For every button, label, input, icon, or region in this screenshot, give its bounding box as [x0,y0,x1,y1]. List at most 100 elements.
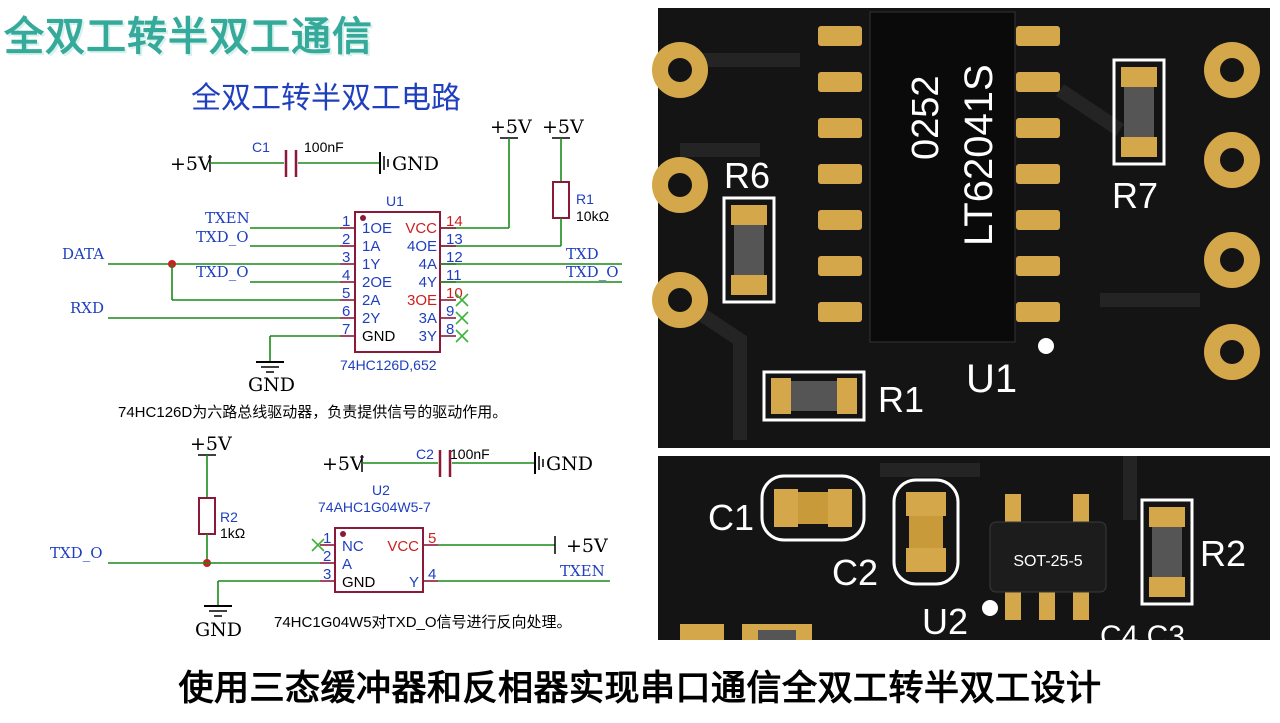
u2-ref: U2 [372,482,390,498]
r1-value: 10kΩ [576,208,609,224]
c2-right-net: GND [546,453,593,475]
u1-pin-num-12: 12 [446,249,463,266]
pwr-a: +5V [490,116,532,138]
u2-body [334,527,424,593]
u1-pin-num-5: 5 [342,285,350,302]
u1-pin-num-10: 10 [446,285,463,302]
u1-pin-num-13: 13 [446,231,463,248]
c1-group: +5V GND C1 100nF [170,139,439,177]
chip-pad-left [818,302,862,322]
u2-pin-num-2: 2 [323,548,331,565]
pcb-bottom-panel: C1 C2 SOT-25-5 U2 R2 C4 C3 [658,456,1270,653]
net-txdo-u2: TXD_O [50,544,103,562]
chip-pad-right [1016,26,1060,46]
u1-pin-num-1: 1 [342,213,350,230]
u2-pin-name-5: VCC [387,538,419,555]
r6-silk [722,196,776,304]
u2-pin-num-5: 5 [428,530,436,547]
chip-marking-sot25: SOT-25-5 [1013,553,1082,570]
pcb-label-c1: C1 [708,497,754,538]
u1-pin-num-4: 4 [342,267,350,284]
net-txdo-out: TXD_O [566,263,619,281]
pcb-top-panel: 0252 LT62041S R6 R7 R1 U1 [652,8,1270,448]
net-txdo-u1a: TXD_O [196,228,249,246]
pcb-label-c2: C2 [832,552,878,593]
chip-pad-left [818,210,862,230]
chip-pad-left [818,118,862,138]
u1-pin-num-6: 6 [342,303,350,320]
r1-body [552,181,570,219]
u2-pin-num-1: 1 [323,530,331,547]
net-rxd: RXD [70,299,104,317]
u1-pin-num-3: 3 [342,249,350,266]
c1-silk [760,474,866,542]
r2-pwr: +5V [190,433,232,455]
u1-pin-name-3: 1Y [362,256,380,273]
u1-pin-name-9: 3A [419,310,437,327]
schematic-title: 全双工转半双工电路 [191,82,461,115]
u2-vcc-net: +5V [566,535,608,557]
u2-pin-num-4: 4 [428,566,436,583]
pcb-label-r6: R6 [724,155,770,196]
chip-marking-0252: 0252 [905,75,947,160]
pcb-label-u1: U1 [966,357,1017,401]
chip-pad-right [1016,302,1060,322]
r2-value: 1kΩ [220,525,245,541]
u1-pin-num-2: 2 [342,231,350,248]
chip-pad-left [818,26,862,46]
u1-description: 74HC126D为六路总线驱动器，负责提供信号的驱动作用。 [118,404,507,421]
schematic: 全双工转半双工电路 +5V GND C1 100nF +5V +5V R1 10… [50,82,622,641]
u2-pin-num-3: 3 [323,566,331,583]
u1-pin-num-8: 8 [446,321,454,338]
pcb-label-r2: R2 [1200,533,1246,574]
c2-left-net: +5V [322,453,364,475]
u1-part: 74HC126D,652 [340,357,437,373]
u1-pin-name-6: 2Y [362,310,380,327]
u1-pin-name-2: 1A [362,238,380,255]
c1-value: 100nF [304,139,344,155]
u2-pin-name-3: GND [342,574,376,591]
u1-pin-name-8: 3Y [419,328,437,345]
u2-gnd: GND [195,619,242,641]
c1-left-net: +5V [170,153,212,175]
r2-body [198,497,216,535]
net-txdo-u1b: TXD_O [196,263,249,281]
r2-ref: R2 [220,509,238,525]
u1-gnd: GND [248,374,295,396]
r1-silk [762,370,866,422]
net-txen-u1: TXEN [205,209,250,227]
pcb-label-u2: U2 [922,601,968,642]
u1-pin-num-7: 7 [342,321,350,338]
chip-pad-right [1016,72,1060,92]
lt62041s-chip [869,11,1016,343]
u1-pin-num-14: 14 [446,213,463,230]
chip-pad-right [1016,256,1060,276]
chip-pad-left [818,256,862,276]
u1-pin-name-5: 2A [362,292,380,309]
u2-txen-net: TXEN [560,562,605,580]
u1-pin-name-7: GND [362,328,396,345]
page-title: 全双工转半双工通信 [4,14,373,60]
u2-pin-name-1: NC [342,538,364,555]
r1-ref: R1 [576,191,594,207]
u2-description: 74HC1G04W5对TXD_O信号进行反向处理。 [274,614,572,631]
u1-pin-name-13: 4OE [407,238,437,255]
pcb-label-r1: R1 [878,379,924,420]
u2-pin-name-2: A [342,556,352,573]
r7-silk [1112,58,1166,166]
net-txd: TXD [566,245,599,263]
u1-ref: U1 [386,193,404,209]
sot25-chip [989,521,1107,593]
r2-silk [1140,498,1194,606]
pcb-label-r7: R7 [1112,175,1158,216]
u1-pin-name-1: 1OE [362,220,392,237]
footer-title: 使用三态缓冲器和反相器实现串口通信全双工转半双工设计 [178,669,1102,709]
chip-pad-right [1016,118,1060,138]
chip-pad-right [1016,164,1060,184]
chip-pad-left [818,72,862,92]
u1-pin-num-11: 11 [446,267,462,284]
pwr-b: +5V [542,116,584,138]
